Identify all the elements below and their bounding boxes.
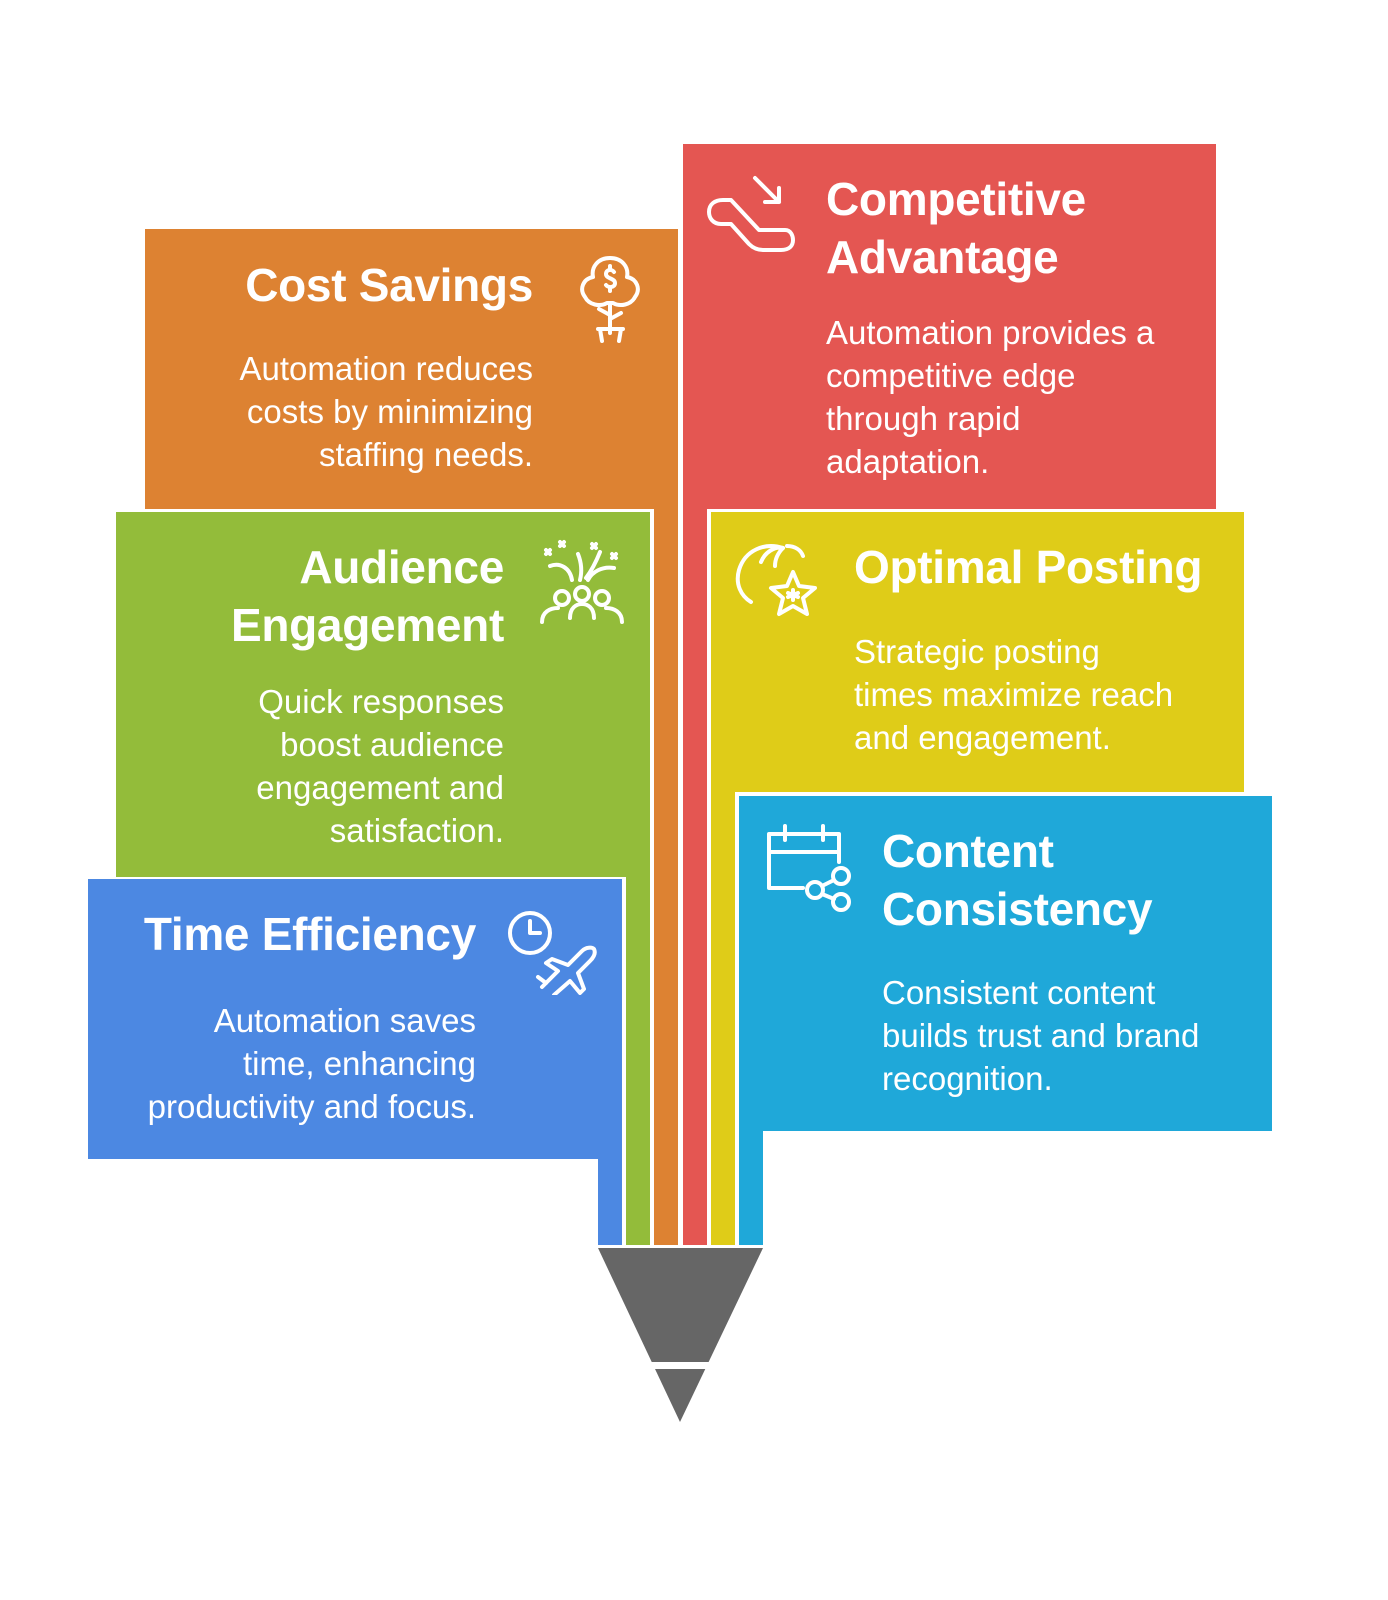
panel-competitive-advantage: Competitive Advantage Automation provide… [683, 144, 1216, 509]
desc-line: adaptation. [826, 443, 990, 480]
panel-description: Automation reduces costs by minimizing s… [239, 347, 533, 476]
title-line: Engagement [230, 599, 504, 651]
celebrating-people-icon [536, 536, 628, 628]
title-line: Cost Savings [245, 259, 533, 311]
panel-title: Optimal Posting [854, 538, 1202, 596]
panel-description: Consistent content builds trust and bran… [882, 971, 1199, 1100]
panel-title: Content Consistency [882, 822, 1153, 938]
panel-title: Competitive Advantage [826, 170, 1086, 286]
panel-description: Strategic posting times maximize reach a… [854, 630, 1173, 759]
panel-time-efficiency: Time Efficiency Automation saves time, e… [88, 879, 622, 1159]
stem-time-efficiency [598, 1150, 622, 1245]
desc-line: costs by minimizing [246, 393, 533, 430]
panel-content-consistency: Content Consistency Consistent content b… [739, 796, 1272, 1131]
stem-competitive-advantage [683, 500, 707, 1245]
desc-line: boost audience [280, 726, 504, 763]
desc-line: Automation reduces [239, 350, 533, 387]
panel-title: Time Efficiency [144, 905, 476, 963]
desc-line: and engagement. [854, 719, 1111, 756]
title-line: Time Efficiency [143, 908, 476, 960]
title-line: Advantage [826, 231, 1059, 283]
desc-line: Consistent content [882, 974, 1156, 1011]
panel-optimal-posting: Optimal Posting Strategic posting times … [711, 512, 1244, 792]
title-line: Optimal Posting [854, 541, 1203, 593]
shooting-star-icon [735, 536, 827, 628]
panel-description: Quick responses boost audience engagemen… [256, 680, 504, 852]
stem-audience-engagement [626, 860, 650, 1245]
desc-line: Automation saves [213, 1002, 476, 1039]
stem-content-consistency [739, 1120, 763, 1245]
stem-optimal-posting [711, 780, 735, 1245]
desc-line: Automation provides a [826, 314, 1155, 351]
desc-line: times maximize reach [854, 676, 1174, 713]
desc-line: staffing needs. [318, 436, 533, 473]
escalator-icon [705, 174, 797, 254]
desc-line: satisfaction. [329, 812, 504, 849]
desc-line: through rapid [826, 400, 1021, 437]
money-tree-icon [573, 253, 647, 343]
panel-title: Audience Engagement [231, 538, 504, 654]
panel-cost-savings: Cost Savings Automation reduces costs by… [145, 229, 678, 509]
title-line: Audience [299, 541, 504, 593]
pencil-tip [598, 1248, 763, 1423]
clock-plane-icon [506, 907, 602, 995]
stem-cost-savings [654, 500, 678, 1245]
panel-description: Automation saves time, enhancing product… [148, 999, 476, 1128]
panel-title: Cost Savings [245, 256, 533, 314]
desc-line: engagement and [256, 769, 504, 806]
desc-line: productivity and focus. [147, 1088, 476, 1125]
title-line: Competitive [826, 173, 1086, 225]
panel-audience-engagement: Audience Engagement Quick responses boos… [116, 512, 650, 877]
calendar-share-icon [763, 820, 855, 912]
desc-line: competitive edge [826, 357, 1076, 394]
title-line: Consistency [882, 883, 1153, 935]
panel-description: Automation provides a competitive edge t… [826, 311, 1154, 483]
desc-line: time, enhancing [243, 1045, 476, 1082]
desc-line: Strategic posting [854, 633, 1100, 670]
desc-line: builds trust and brand [882, 1017, 1200, 1054]
title-line: Content [882, 825, 1054, 877]
desc-line: Quick responses [258, 683, 504, 720]
desc-line: recognition. [882, 1060, 1053, 1097]
